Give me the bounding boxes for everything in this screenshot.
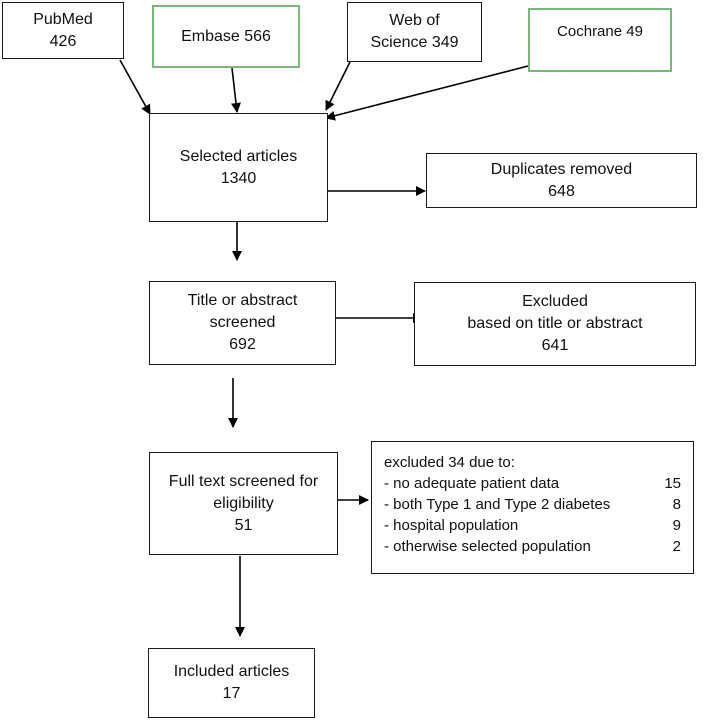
duplicates-count: 648 bbox=[548, 182, 575, 200]
exclusion-reason-count: 2 bbox=[672, 538, 681, 555]
excluded-full-header-text: excluded 34 due to: bbox=[384, 454, 515, 471]
title-screen-line2: screened bbox=[209, 314, 276, 331]
exclusion-reason-label: - no adequate patient data bbox=[384, 475, 560, 492]
fulltext-line1: Full text screened for bbox=[168, 472, 319, 490]
exclusion-reason: - both Type 1 and Type 2 diabetes 8 bbox=[384, 494, 681, 515]
source-cochrane: Cochrane 49 bbox=[528, 8, 672, 72]
source-embase-label: Embase 566 bbox=[181, 27, 271, 45]
excluded-title-line2: based on title or abstract bbox=[467, 315, 643, 332]
included-count: 17 bbox=[222, 685, 241, 702]
source-wos-line2: Science 349 bbox=[370, 34, 459, 51]
exclusion-reason-count: 8 bbox=[672, 496, 681, 513]
exclusion-reason-label: - hospital population bbox=[384, 517, 519, 534]
exclusion-reason-label: - otherwise selected population bbox=[384, 538, 591, 555]
fulltext-line2: eligibility bbox=[213, 494, 274, 512]
exclusion-reason-count: 9 bbox=[672, 517, 681, 534]
title-screen-count: 692 bbox=[229, 336, 256, 353]
duplicates-removed-box: Duplicates removed 648 bbox=[426, 153, 697, 208]
full-text-screened-box: Full text screened for eligibility 51 bbox=[149, 452, 338, 555]
duplicates-label: Duplicates removed bbox=[490, 160, 633, 178]
exclusion-reason-count: 15 bbox=[664, 475, 681, 492]
excluded-title-count: 641 bbox=[541, 337, 569, 354]
exclusion-reason: - hospital population 9 bbox=[384, 515, 681, 536]
source-pubmed-name: PubMed bbox=[33, 10, 93, 28]
exclusion-reason-label: - both Type 1 and Type 2 diabetes bbox=[384, 496, 611, 513]
source-wos-line1: Web of bbox=[389, 12, 440, 29]
source-embase: Embase 566 bbox=[152, 5, 300, 68]
excluded-title-abstract-box: Excluded based on title or abstract 641 bbox=[414, 282, 696, 366]
included-label: Included articles bbox=[173, 663, 290, 680]
title-abstract-screened-box: Title or abstract screened 692 bbox=[149, 281, 336, 365]
selected-label: Selected articles bbox=[179, 147, 298, 165]
source-pubmed-count: 426 bbox=[49, 32, 77, 50]
title-screen-line1: Title or abstract bbox=[187, 292, 298, 309]
source-web-of-science: Web of Science 349 bbox=[347, 2, 482, 62]
fulltext-count: 51 bbox=[234, 516, 253, 534]
source-pubmed: PubMed 426 bbox=[2, 2, 124, 59]
selected-count: 1340 bbox=[220, 169, 257, 187]
arrow-cochrane-to-selected bbox=[325, 65, 529, 121]
arrow-pubmed-to-selected bbox=[119, 59, 151, 115]
excluded-full-text-box: excluded 34 due to: - no adequate patien… bbox=[371, 441, 694, 574]
source-cochrane-label: Cochrane 49 bbox=[557, 23, 643, 40]
excluded-title-line1: Excluded bbox=[522, 293, 588, 310]
exclusion-reason: - otherwise selected population 2 bbox=[384, 536, 681, 557]
included-articles-box: Included articles 17 bbox=[148, 648, 315, 718]
arrow-wos-to-selected bbox=[325, 61, 351, 111]
selected-articles-box: Selected articles 1340 bbox=[149, 113, 328, 222]
exclusion-reason: - no adequate patient data 15 bbox=[384, 473, 681, 494]
arrow-embase-to-selected bbox=[231, 67, 241, 113]
excluded-full-header: excluded 34 due to: bbox=[384, 452, 681, 473]
